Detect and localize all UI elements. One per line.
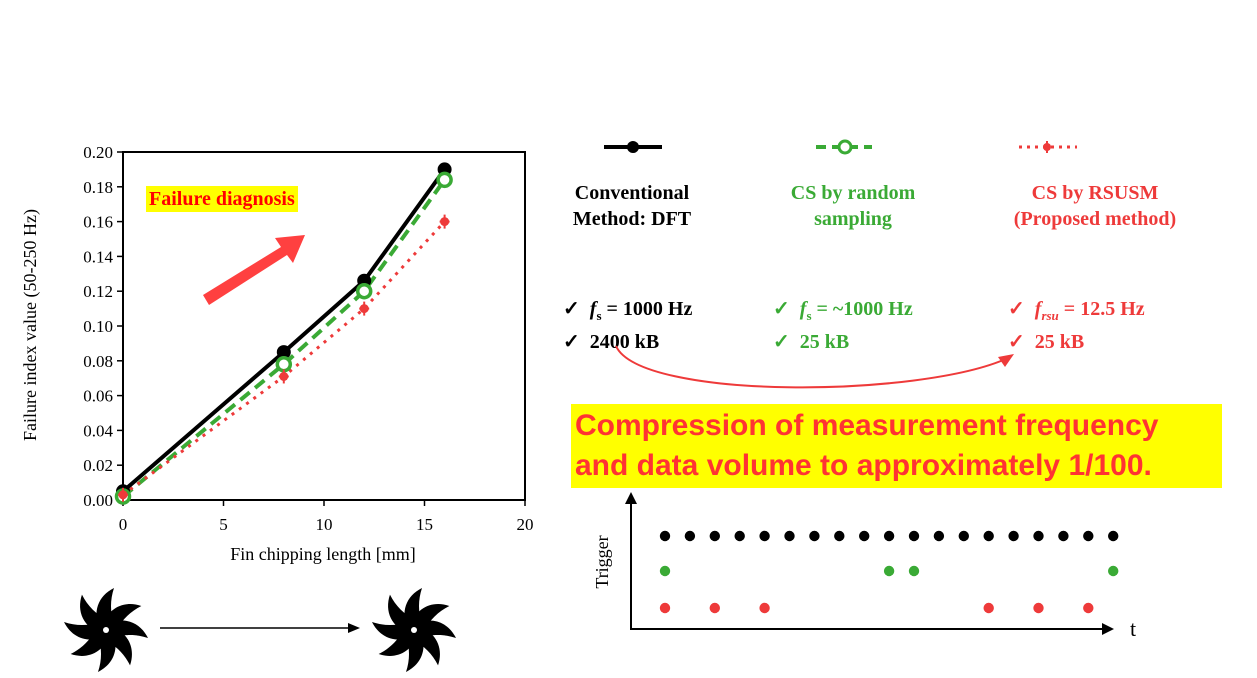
y-tick-label: 0.06: [83, 387, 113, 406]
trigger-dot: [1033, 602, 1044, 614]
y-tick-label: 0.12: [83, 282, 113, 301]
trigger-x-arrow: [1102, 623, 1114, 635]
trigger-dot: [908, 530, 920, 542]
y-axis-title: Failure index value (50-250 Hz): [20, 209, 41, 441]
trigger-dot: [684, 530, 696, 542]
trigger-dot: [709, 530, 720, 542]
data-point: [276, 345, 291, 360]
trigger-dot: [883, 530, 895, 542]
check-icon: ✓: [563, 331, 580, 353]
trigger-dot: [759, 602, 770, 614]
trigger-dot: [784, 530, 795, 542]
y-tick-label: 0.16: [83, 213, 113, 232]
trigger-y-label: Trigger: [592, 535, 612, 588]
x-tick-label: 5: [219, 515, 228, 534]
rsusm-spec: ✓ frsu = 12.5 Hz ✓ 25 kB: [1008, 298, 1145, 353]
legend-random-sample: [816, 139, 872, 155]
compression-arrow-icon: [615, 345, 1014, 389]
trigger-dot: [1108, 565, 1119, 577]
data-point: [436, 171, 453, 189]
trigger-y-arrow: [625, 492, 637, 504]
y-tick-label: 0.02: [83, 456, 113, 475]
failure-diagnosis-label: Failure diagnosis: [146, 186, 298, 212]
trigger-dot: [1033, 530, 1044, 542]
legend-rsusm-label: CS by RSUSM(Proposed method): [1013, 182, 1177, 230]
fan-progress-arrow-icon: [160, 623, 360, 633]
trigger-dot: [1083, 602, 1094, 614]
trigger-dot: [834, 530, 845, 542]
legend-rsusm-sample: [1019, 141, 1077, 153]
x-tick-label: 0: [119, 515, 128, 534]
y-tick-label: 0.08: [83, 352, 113, 371]
trigger-dot: [734, 530, 745, 542]
y-tick-label: 0.04: [83, 421, 113, 440]
dft-spec: ✓ fs = 1000 Hz ✓ 2400 kB: [563, 298, 693, 353]
fan-icon: [372, 588, 456, 672]
trend-arrow-icon: [203, 235, 305, 305]
series-line: [122, 220, 446, 496]
trigger-dot: [933, 530, 945, 542]
y-tick-label: 0.10: [83, 317, 113, 336]
trigger-dot: [809, 530, 820, 542]
trigger-dot: [759, 530, 770, 542]
y-tick-label: 0.14: [83, 247, 113, 266]
trigger-dot: [709, 602, 720, 614]
trigger-dot: [883, 565, 895, 577]
series-line: [121, 168, 447, 493]
trigger-dot: [659, 530, 671, 542]
trigger-diagram: Trigger t: [592, 492, 1136, 641]
random-spec: ✓ fs = ~1000 Hz ✓ 25 kB: [773, 298, 913, 353]
trigger-dot: [983, 602, 994, 614]
trigger-x-label: t: [1130, 616, 1136, 641]
compression-banner: Compression of measurement frequency and…: [571, 404, 1222, 488]
check-icon: ✓: [1008, 298, 1025, 320]
y-tick-label: 0.18: [83, 178, 113, 197]
trigger-dot: [859, 530, 870, 542]
x-tick-label: 15: [416, 515, 433, 534]
trigger-dot: [1008, 530, 1019, 542]
series-line: [121, 178, 447, 499]
data-point: [355, 282, 373, 300]
trigger-dot: [659, 602, 671, 614]
check-icon: ✓: [773, 331, 790, 353]
data-point: [275, 356, 293, 373]
y-tick-label: 0.20: [83, 143, 113, 162]
check-icon: ✓: [563, 298, 580, 320]
failure-index-chart: 0.00 0.02 0.04 0.06 0.08 0.10 0.12 0.14 0.16 0.18…: [20, 143, 534, 564]
check-icon: ✓: [1008, 331, 1025, 353]
trigger-dot: [908, 565, 920, 577]
x-tick-label: 10: [316, 515, 333, 534]
trigger-dot: [659, 565, 671, 577]
trigger-dot: [1108, 530, 1119, 542]
fan-icon: [64, 588, 148, 672]
legend-dft-sample: [604, 141, 662, 153]
x-axis-title: Fin chipping length [mm]: [230, 544, 415, 564]
trigger-dot: [1083, 530, 1094, 542]
check-icon: ✓: [773, 298, 790, 320]
x-tick-label: 20: [517, 515, 534, 534]
trigger-dot: [983, 530, 994, 542]
trigger-dot: [958, 530, 969, 542]
y-tick-label: 0.00: [83, 491, 113, 510]
trigger-dot: [1058, 530, 1069, 542]
